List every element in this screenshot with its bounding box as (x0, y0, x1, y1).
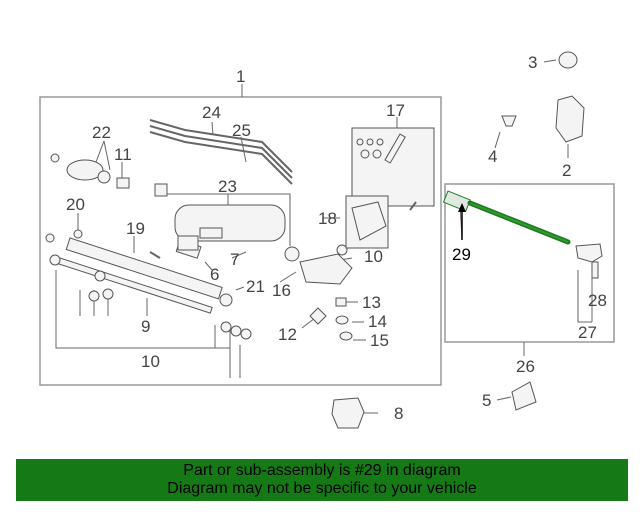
parts-diagram: 1 2 3 4 5 6 7 8 9 10 10 10 11 12 13 14 1… (39, 51, 615, 429)
callout-24: 24 (202, 103, 221, 122)
callout-14: 14 (368, 312, 387, 331)
inner-tie-rod-icon (442, 190, 571, 245)
callout-10-a: 10 (141, 352, 160, 371)
callout-labels: 1 2 3 4 5 6 7 8 9 10 10 10 11 12 13 14 1… (66, 53, 607, 423)
outside-parts (331, 51, 603, 429)
callout-18: 18 (318, 209, 337, 228)
callout-2: 2 (562, 161, 571, 180)
main-assembly-frame (39, 96, 442, 386)
callout-20: 20 (66, 195, 85, 214)
knuckle-icon (555, 95, 585, 143)
callout-6: 6 (210, 265, 219, 284)
info-banner: Part or sub-assembly is #29 in diagram D… (16, 459, 628, 501)
boot-22-icon (66, 159, 104, 181)
gearbox-parts (45, 119, 435, 341)
callout-1: 1 (236, 67, 245, 86)
callout-26: 26 (516, 357, 535, 376)
callout-28: 28 (588, 291, 607, 310)
callout-11: 11 (114, 145, 132, 164)
callout-5: 5 (482, 391, 491, 410)
cap-3-icon (558, 51, 578, 69)
leader-lines (55, 59, 593, 414)
callout-4: 4 (488, 147, 497, 166)
callout-7: 7 (230, 250, 239, 269)
tie-rod-assembly-frame (444, 183, 615, 343)
callout-17: 17 (386, 101, 405, 120)
banner-line-2: Diagram may not be specific to your vehi… (167, 480, 477, 497)
callout-27: 27 (578, 323, 597, 342)
callout-22: 22 (92, 123, 111, 142)
callout-10-b: 10 (364, 247, 383, 266)
banner-line-1: Part or sub-assembly is #29 in diagram (183, 462, 461, 479)
nut-4-icon (501, 115, 517, 127)
boot-5-icon (511, 381, 537, 411)
callout-25: 25 (232, 121, 251, 140)
callout-8: 8 (394, 404, 403, 423)
callout-9: 9 (141, 317, 150, 336)
bracket-8-icon (331, 397, 365, 429)
callout-13: 13 (362, 293, 381, 312)
callout-19: 19 (126, 219, 145, 238)
callout-15: 15 (370, 331, 389, 350)
callout-29: 29 (452, 245, 471, 264)
callout-3: 3 (528, 53, 537, 72)
callout-21: 21 (246, 277, 265, 296)
valve-housing-icon (299, 253, 353, 285)
callout-16: 16 (272, 281, 291, 300)
callout-12: 12 (278, 325, 297, 344)
rack-housing-icon (65, 237, 223, 300)
callout-23: 23 (218, 177, 237, 196)
